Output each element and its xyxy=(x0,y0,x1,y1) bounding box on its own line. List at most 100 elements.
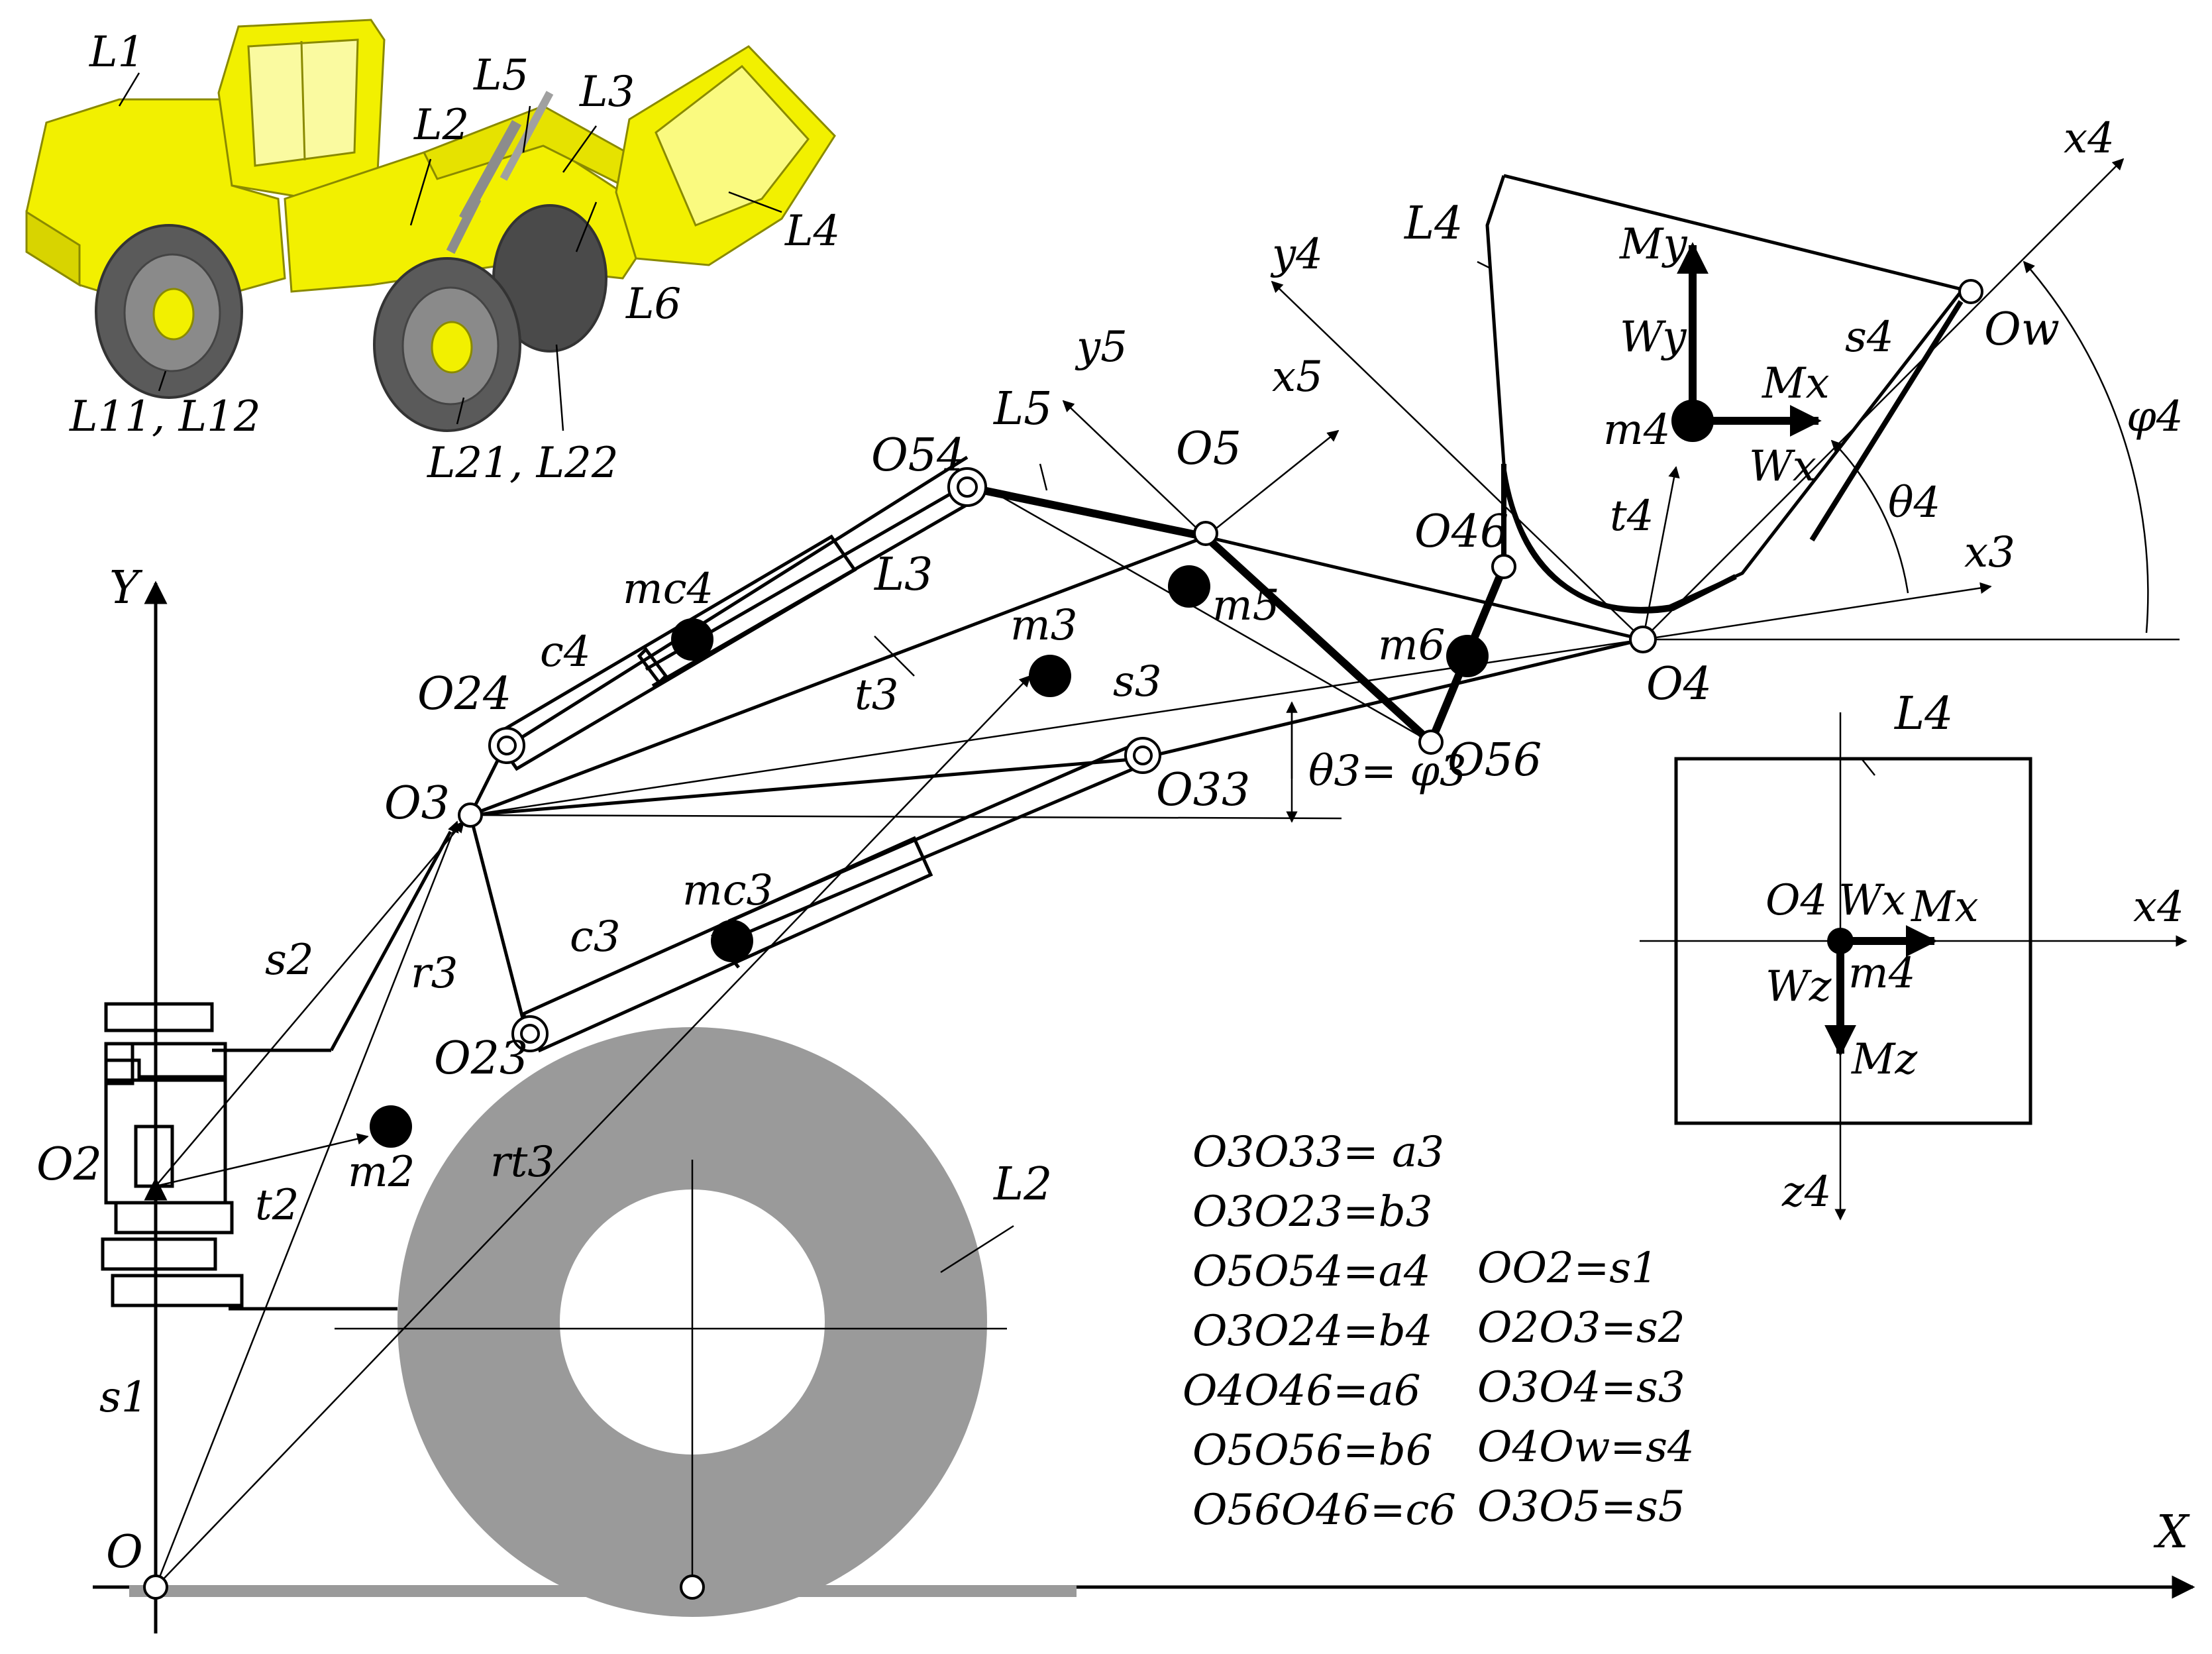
label-L4-box: L4 xyxy=(1893,688,1953,740)
label-O2: O2 xyxy=(36,1138,102,1191)
label-box-m4: m4 xyxy=(1848,949,1915,998)
equation-b6: O5O56=b6 xyxy=(1192,1426,1432,1475)
label-L2-wheel: L2 xyxy=(992,1158,1052,1211)
label-x5: x5 xyxy=(1272,353,1323,402)
position-vectors xyxy=(144,675,1031,1588)
label-box-Mx: Mx xyxy=(1911,883,1979,932)
joint-O5 xyxy=(1193,521,1218,546)
label-Mx: Mx xyxy=(1762,359,1830,408)
joint-O56 xyxy=(1418,730,1444,755)
joint-O4 xyxy=(1629,626,1657,653)
label-O3: O3 xyxy=(384,777,450,830)
label-c4: c4 xyxy=(540,628,591,677)
label-s3: s3 xyxy=(1113,657,1162,706)
articulation-joint-O2 xyxy=(101,830,452,1311)
label-t4: t4 xyxy=(1610,492,1654,541)
label-r3: r3 xyxy=(411,949,458,998)
equation-s2: O2O3=s2 xyxy=(1477,1303,1685,1352)
mass-m3 xyxy=(1029,655,1071,697)
label-Y: Y xyxy=(109,562,143,614)
equation-s3: O3O4=s3 xyxy=(1477,1363,1685,1412)
label-box-Wz: Wz xyxy=(1765,962,1832,1011)
label-L5: L5 xyxy=(992,383,1052,435)
joint-O33-inner xyxy=(1133,745,1153,765)
label-L3: L3 xyxy=(873,549,933,601)
label-mc4: mc4 xyxy=(623,565,713,614)
label-O46: O46 xyxy=(1414,506,1508,558)
label-m6: m6 xyxy=(1378,621,1445,670)
joint-O23-inner xyxy=(520,1024,540,1044)
label-m5: m5 xyxy=(1212,581,1279,630)
label-mc3: mc3 xyxy=(682,866,773,915)
label-c3: c3 xyxy=(570,912,621,962)
label-L6: L6 xyxy=(625,280,681,329)
label-box-Wx: Wx xyxy=(1838,876,1906,925)
label-theta4: θ4 xyxy=(1888,478,1940,527)
label-x4: x4 xyxy=(2064,114,2115,163)
label-O5: O5 xyxy=(1176,423,1241,475)
equation-c6: O56O46=c6 xyxy=(1192,1486,1456,1535)
equation-a6: O4O46=a6 xyxy=(1183,1366,1421,1415)
boom-L3 xyxy=(468,455,1644,1034)
loader-front-wheels xyxy=(373,204,607,432)
label-box-x4: x4 xyxy=(2133,883,2184,932)
joint-O24-inner xyxy=(497,736,517,755)
label-O: O xyxy=(106,1526,143,1578)
equations-right: OO2=s1 O2O3=s2 O3O4=s3 O4Ow=s4 O3O5=s5 xyxy=(1477,1244,1695,1531)
joint-O54-inner xyxy=(957,476,978,498)
joint-wheel-contact xyxy=(680,1574,705,1600)
equation-a4: O5O54=a4 xyxy=(1192,1247,1431,1296)
label-y4: y4 xyxy=(1270,230,1323,279)
label-L1: L1 xyxy=(89,28,144,77)
label-Wy: Wy xyxy=(1620,313,1687,362)
label-O24: O24 xyxy=(417,668,511,720)
bucket-mass-forces xyxy=(1671,242,1822,442)
label-box-Mz: Mz xyxy=(1851,1035,1919,1084)
loader-rear-wheel xyxy=(95,224,243,399)
label-X: X xyxy=(2153,1506,2190,1559)
label-L4: L4 xyxy=(1403,197,1463,250)
mass-mc3 xyxy=(711,920,753,962)
equation-s5: O3O5=s5 xyxy=(1477,1482,1685,1531)
label-s2: s2 xyxy=(265,936,314,985)
label-O23: O23 xyxy=(434,1032,528,1085)
label-m3: m3 xyxy=(1010,601,1077,650)
label-m4: m4 xyxy=(1603,406,1670,455)
label-t3: t3 xyxy=(855,671,898,720)
equations-left: O3O33= a3 O3O23=b3 O5O54=a4 O3O24=b4 O4O… xyxy=(1183,1128,1456,1535)
equation-s1: OO2=s1 xyxy=(1477,1244,1658,1293)
equation-b4: O3O24=b4 xyxy=(1192,1307,1432,1356)
label-phi4: φ4 xyxy=(2127,392,2184,441)
label-L2-illustration: L2 xyxy=(413,101,469,150)
label-My: My xyxy=(1619,220,1688,269)
label-theta3-phi3: θ3= φ3 xyxy=(1308,747,1467,796)
loader-illustration xyxy=(25,19,836,432)
label-L3-illustration: L3 xyxy=(579,68,635,117)
label-y5: y5 xyxy=(1075,323,1128,372)
joint-O46 xyxy=(1491,554,1516,579)
cylinder-c3 xyxy=(521,740,1150,1053)
bucket-section-box xyxy=(1640,712,2187,1221)
joint-O3 xyxy=(458,802,483,828)
label-m2: m2 xyxy=(348,1148,415,1197)
mass-mc4 xyxy=(671,618,713,661)
joints xyxy=(143,279,1983,1600)
equation-b3: O3O23=b3 xyxy=(1192,1187,1432,1237)
label-L4-illustration: L4 xyxy=(784,207,840,256)
label-rt3: rt3 xyxy=(490,1138,554,1187)
label-O56: O56 xyxy=(1448,734,1542,787)
joint-Ow xyxy=(1958,279,1983,304)
label-O54: O54 xyxy=(871,429,965,482)
label-box-z4: z4 xyxy=(1781,1168,1831,1217)
cylinder-c4 xyxy=(491,478,982,771)
label-O4: O4 xyxy=(1646,658,1712,710)
link-L5 xyxy=(966,463,1434,745)
equation-a3: O3O33= a3 xyxy=(1192,1128,1444,1177)
bucket-L4 xyxy=(1477,174,1972,614)
label-L11-L12: L11, L12 xyxy=(69,392,261,441)
label-s1: s1 xyxy=(99,1373,148,1422)
equation-s4: O4Ow=s4 xyxy=(1477,1423,1695,1472)
joint-O xyxy=(143,1574,168,1600)
label-O33: O33 xyxy=(1156,764,1250,816)
